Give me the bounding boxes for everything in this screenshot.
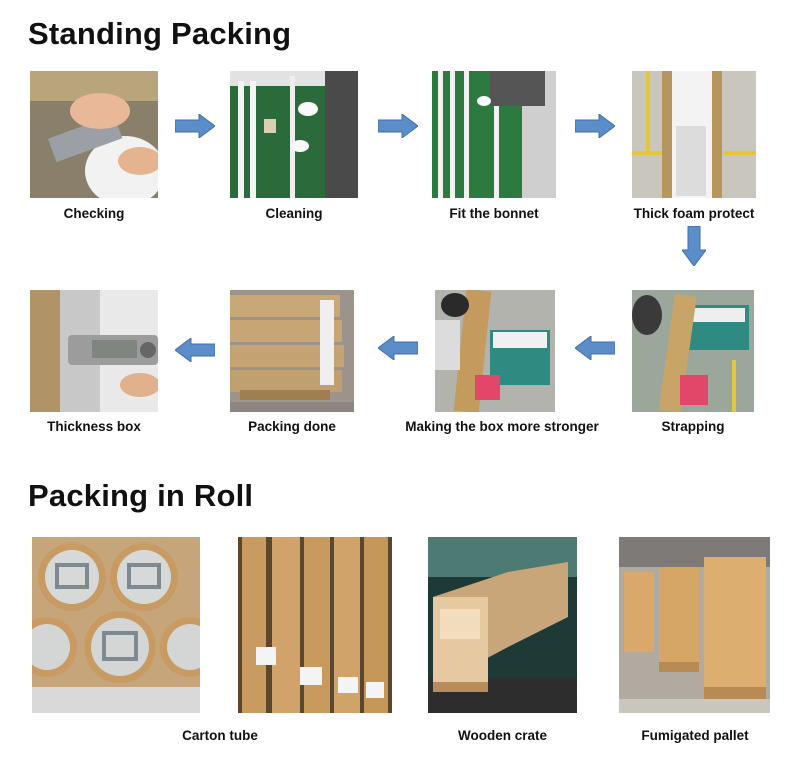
caption-cleaning: Cleaning	[265, 206, 323, 221]
photo-carton-tube-ends	[32, 537, 200, 713]
photo-carton-tube-stack	[238, 537, 392, 713]
photo-thick-foam-protect	[632, 71, 756, 198]
photo-thickness-box	[30, 290, 158, 412]
caption-thickness-box: Thickness box	[47, 419, 141, 434]
arrow-left-icon	[575, 336, 615, 360]
section-title-packing-in-roll: Packing in Roll	[28, 478, 254, 513]
photo-cleaning	[230, 71, 358, 198]
caption-checking: Checking	[63, 206, 125, 221]
caption-fumigated-pallet: Fumigated pallet	[641, 728, 749, 743]
photo-checking	[30, 71, 158, 198]
section-title-standing-packing: Standing Packing	[28, 16, 292, 51]
photo-packing-done	[230, 290, 354, 412]
photo-making-box-stronger	[435, 290, 555, 412]
caption-wooden-crate: Wooden crate	[457, 728, 547, 743]
caption-packing-done: Packing done	[248, 419, 336, 434]
arrow-left-icon	[378, 336, 418, 360]
arrow-left-icon	[175, 338, 215, 362]
caption-making-box-stronger: Making the box more stronger	[405, 419, 599, 434]
caption-strapping: Strapping	[661, 419, 725, 434]
arrow-right-icon	[575, 114, 615, 138]
arrow-down-icon	[682, 226, 706, 266]
photo-strapping	[632, 290, 754, 412]
arrow-right-icon	[175, 114, 215, 138]
caption-fit-the-bonnet: Fit the bonnet	[449, 206, 539, 221]
photo-fumigated-pallet	[619, 537, 770, 713]
photo-fit-the-bonnet	[432, 71, 556, 198]
caption-carton-tube: Carton tube	[182, 728, 258, 743]
caption-thick-foam-protect: Thick foam protect	[633, 206, 755, 221]
photo-wooden-crate	[428, 537, 577, 713]
arrow-right-icon	[378, 114, 418, 138]
